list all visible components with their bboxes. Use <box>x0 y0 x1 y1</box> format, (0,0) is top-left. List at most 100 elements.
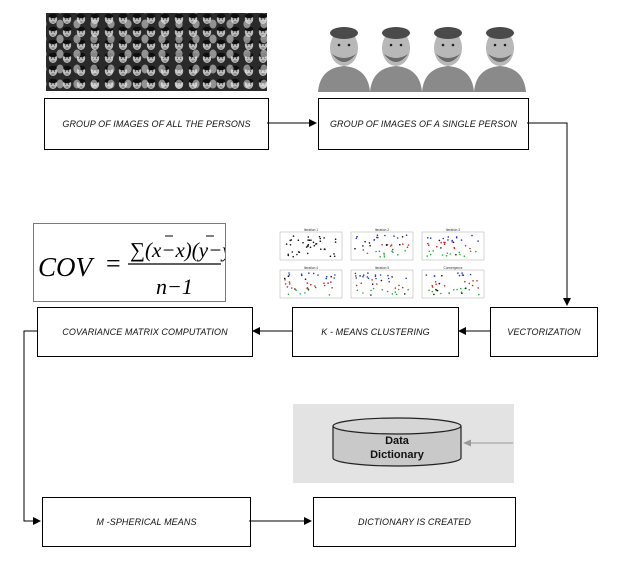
plot-point <box>386 290 389 293</box>
plot-point <box>435 283 437 285</box>
database-input-arrowhead <box>463 439 471 447</box>
plot-point <box>478 293 480 296</box>
plot-point <box>368 242 371 244</box>
plot-point <box>310 239 312 241</box>
plot-point <box>300 273 303 275</box>
plot-point <box>457 272 459 274</box>
arrow-single-to-vectorization <box>527 122 571 306</box>
database-cylinder-body <box>332 426 462 467</box>
plot-point <box>469 247 471 250</box>
plot-point <box>295 289 297 291</box>
plot-point <box>288 272 290 274</box>
dictionary-created-box: DICTIONARY IS CREATED <box>313 497 516 547</box>
plot-point <box>323 284 326 287</box>
plot-point <box>301 274 303 277</box>
plot-point <box>453 246 455 249</box>
plot-point <box>468 289 471 291</box>
plot-point <box>449 253 452 255</box>
all-persons-photo-collage <box>46 13 267 91</box>
plot-point <box>453 289 455 291</box>
plot-point <box>464 280 466 283</box>
plot-point <box>381 244 383 246</box>
plot-point <box>431 290 434 293</box>
plot-point <box>378 250 381 253</box>
plot-point <box>394 287 397 289</box>
plot-point <box>396 237 399 239</box>
plot-point <box>429 253 432 256</box>
plot-point <box>312 272 315 275</box>
formula-lhs: COV <box>38 252 96 282</box>
plot-point <box>426 255 428 257</box>
plot-point <box>323 248 326 250</box>
plot-frame <box>350 269 414 299</box>
plot-point <box>371 283 374 285</box>
plot-point <box>383 256 386 258</box>
plot-point <box>380 279 383 282</box>
plot-point <box>438 282 441 285</box>
plot-title: Iteration 4 <box>304 266 318 270</box>
plot-point <box>394 291 397 293</box>
plot-point <box>402 243 404 245</box>
face-portrait <box>422 27 474 92</box>
plot-point <box>465 287 467 289</box>
plot-point <box>288 281 291 283</box>
plot-point <box>459 253 461 256</box>
arrow-covariance-to-spherical <box>23 330 41 525</box>
plot-point <box>444 241 446 244</box>
plot-point <box>397 288 400 291</box>
plot-point <box>431 286 434 288</box>
plot-point <box>306 282 309 284</box>
plot-point <box>362 292 364 294</box>
plot-point <box>331 287 333 289</box>
plot-point <box>356 289 359 292</box>
plot-point <box>287 254 290 257</box>
plot-point <box>323 282 325 284</box>
plot-point <box>291 251 294 253</box>
plot-point <box>284 283 287 285</box>
plot-point <box>325 277 327 280</box>
plot-point <box>433 275 436 277</box>
plot-point <box>375 250 377 253</box>
plot-point <box>381 288 384 291</box>
dictionary-created-label: DICTIONARY IS CREATED <box>358 517 471 527</box>
plot-point <box>460 291 463 293</box>
plot-point <box>383 254 385 256</box>
plot-point <box>440 247 442 249</box>
plot-point <box>461 272 463 274</box>
plot-point <box>292 255 294 258</box>
plot-point <box>285 243 288 245</box>
plot-point <box>463 255 466 257</box>
plot-title: Iteration 3 <box>446 228 460 232</box>
plot-point <box>447 236 450 238</box>
plot-point <box>306 245 309 247</box>
plot-point <box>440 292 442 295</box>
plot-point <box>296 253 298 256</box>
vectorization-label: VECTORIZATION <box>507 327 581 337</box>
plot-point <box>334 241 337 243</box>
plot-point <box>307 239 309 241</box>
plot-point <box>471 284 474 287</box>
plot-point <box>469 273 472 276</box>
plot-point <box>362 275 364 278</box>
plot-point <box>445 255 448 257</box>
plot-point <box>304 292 306 294</box>
plot-point <box>375 277 377 280</box>
plot-point <box>314 285 316 287</box>
plot-point <box>447 239 449 241</box>
plot-point <box>305 246 308 248</box>
single-person-box: GROUP OF IMAGES OF A SINGLE PERSON <box>318 98 529 150</box>
vectorization-box: VECTORIZATION <box>490 307 598 357</box>
plot-point <box>318 235 321 238</box>
plot-point <box>290 239 293 241</box>
kmeans-label: K - MEANS CLUSTERING <box>321 327 430 337</box>
plot-point <box>354 247 356 250</box>
plot-point <box>283 277 286 280</box>
plot-point <box>401 286 404 289</box>
plot-point <box>448 292 450 295</box>
plot-point <box>319 240 322 242</box>
formula-equals: = <box>106 249 121 278</box>
plot-point <box>429 237 432 239</box>
plot-point <box>388 280 390 283</box>
single-person-photos <box>318 18 527 92</box>
formula-numerator: ∑(x−x)(y−y) <box>130 238 225 262</box>
